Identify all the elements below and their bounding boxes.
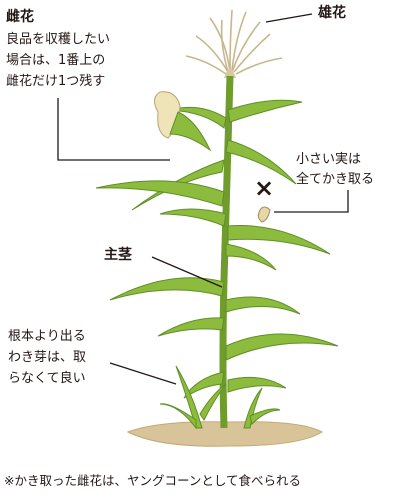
footnote: ※かき取った雌花は、ヤングコーンとして食べられる: [4, 473, 301, 488]
tassel-base: [224, 69, 236, 78]
main-stem-leader: [151, 256, 223, 288]
side-shoot-line-3: らなくて良い: [8, 371, 86, 386]
soil: [126, 421, 323, 447]
female-flower-line-1: 良品を収穫したい: [6, 32, 111, 47]
male-flower-leader: [265, 13, 313, 23]
small-fruit-line-1: 小さい実は: [296, 152, 362, 167]
side-shoot-leader: [109, 362, 177, 385]
male-flower-title: 雄花: [318, 5, 346, 21]
small-fruit-leader: [274, 190, 349, 213]
side-shoot-line-2: わき芽は、取: [8, 350, 87, 365]
female-flower-line-3: 雌花だけ1つ残す: [6, 74, 106, 89]
main-stem-title: 主茎: [104, 247, 132, 263]
female-flower-ear: [154, 91, 212, 152]
remove-mark: ×: [254, 174, 275, 202]
small-fruit: [257, 206, 271, 223]
female-flower-title: 雌花: [6, 9, 34, 25]
small-fruit-line-2: 全てかき取る: [296, 172, 375, 187]
female-flower-line-2: 場合は、1番上の: [6, 53, 106, 68]
female-flower-leader: [57, 98, 170, 161]
side-shoot-line-1: 根本より出る: [8, 329, 86, 344]
leader-lines: [57, 13, 349, 385]
male-flower-tassel: [185, 9, 283, 75]
leaves: [95, 99, 339, 430]
